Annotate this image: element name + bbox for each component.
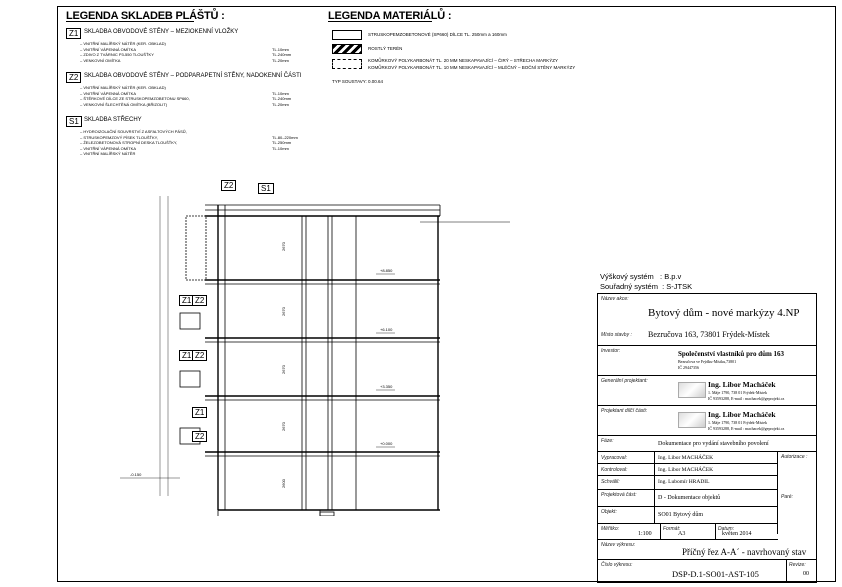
dp-name: Ing. Libor Macháček bbox=[708, 410, 776, 419]
gp-name: Ing. Libor Macháček bbox=[708, 380, 776, 389]
tb-dp-row: Projektant dílčí části: Ing. Libor Machá… bbox=[598, 406, 816, 436]
material-swatch-concrete bbox=[332, 30, 362, 40]
legend-layers-underline bbox=[66, 21, 194, 22]
dim-text-1: 2670 bbox=[281, 241, 286, 251]
company-logo-icon-2 bbox=[678, 412, 706, 428]
legend-code-z1: Z1 bbox=[66, 28, 82, 39]
legend-materials-title: LEGENDA MATERIÁLŮ : bbox=[328, 10, 452, 22]
legend-layer-name: – VENKOVNÍ OMÍTKA bbox=[80, 57, 121, 63]
legend-code-s1: S1 bbox=[66, 116, 82, 127]
legend-layers-title: LEGENDA SKLADEB PLÁŠTŮ : bbox=[66, 10, 225, 22]
legend-layer-name: – ŽELEZOBETONOVÁ STROPNÍ DESKA TLOUŠŤKY, bbox=[80, 140, 178, 145]
legend-layer-thickness: TL.10mm bbox=[272, 90, 289, 96]
drawing-name: Příčný řez A-A´ - navrhovaný stav bbox=[682, 547, 807, 557]
investor-name: Společenství vlastníků pro dům 163 bbox=[678, 350, 785, 358]
scale: 1:100 bbox=[638, 531, 652, 537]
legend-code-z2: Z2 bbox=[66, 72, 82, 83]
checked-by: Ing. Libor MACHÁČEK bbox=[658, 467, 714, 473]
material-note: TYP SOUSTAVY: 0.00.64 bbox=[332, 79, 384, 84]
legend-layer-thickness: TL.20mm bbox=[272, 101, 289, 107]
legend-layer-name: – VNITŘNÍ VÁPENNÁ OMÍTKA bbox=[80, 90, 137, 96]
dim-text-3: 2670 bbox=[281, 364, 286, 374]
level-label-3: +3.350 bbox=[380, 384, 393, 389]
revision: 00 bbox=[803, 571, 809, 577]
material-label-polycarb-side: KOMŮRKOVÝ POLYKARBONÁT TL. 10 MM NESKAPA… bbox=[368, 65, 576, 70]
tb-drawing-name-row: Název výkresu: Příčný řez A-A´ - navrhov… bbox=[598, 540, 816, 560]
material-label-concrete: STRUSKOPEMZOBETONOVÉ (SP660) DÍLCE TL. 2… bbox=[368, 32, 507, 37]
material-swatch-terrain bbox=[332, 44, 362, 54]
legend-group-title: SKLADBA STŘECHY bbox=[84, 117, 142, 123]
tag-z2-c: Z2 bbox=[192, 431, 208, 442]
level-label-2: +6.100 bbox=[380, 327, 393, 332]
tb-drawing-no-row: Číslo výkresu: DSP-D.1-SO01-AST-105 Revi… bbox=[601, 560, 809, 581]
dim-text-5: 2600 bbox=[281, 478, 286, 488]
legend-layer-name: – VNITŘNÍ VÁPENNÁ OMÍTKA bbox=[80, 145, 137, 151]
legend-layer-thickness: TL.80–220mm bbox=[272, 134, 298, 140]
project-name: Bytový dům - nové markýzy 4.NP bbox=[648, 307, 800, 319]
legend-layer-name: – VNITŘNÍ MALÍŘSKÝ NÁTĚR (KER. OBKLAD) bbox=[80, 85, 166, 90]
tag-z2-b: Z2 bbox=[192, 350, 208, 361]
drawn-by: Ing. Libor MACHÁČEK bbox=[658, 455, 714, 461]
legend-layer-thickness: TL.20mm bbox=[272, 57, 289, 63]
tb-gp-row: Generální projektant: Ing. Libor Macháče… bbox=[598, 376, 816, 406]
tag-z1-c: Z1 bbox=[192, 407, 208, 418]
phase: Dokumentace pro vydání stavebního povole… bbox=[658, 441, 769, 447]
legend-layer-name: – STRUSKOPEMZOVÝ PÍSEK TLOUŠŤKY, bbox=[80, 134, 158, 140]
legend-layer-name: – VNITŘNÍ MALÍŘSKÝ NÁTĚR bbox=[80, 151, 136, 156]
date: květen 2014 bbox=[722, 531, 752, 537]
level-label-1: +8.850 bbox=[380, 268, 393, 273]
material-label-terrain: ROSTLÝ TERÉN bbox=[368, 46, 403, 51]
object: SO01 Bytový dům bbox=[658, 512, 704, 518]
project-part: D - Dokumentace objektů bbox=[658, 495, 721, 501]
legend-layer-thickness: TL.250mm bbox=[272, 140, 292, 145]
title-block: Název akce: Bytový dům - nové markýzy 4.… bbox=[597, 293, 817, 583]
legend-group-title: SKLADBA OBVODOVÉ STĚNY – MEZIOKENNÍ VLOŽ… bbox=[84, 29, 239, 35]
legend-layer-thickness: TL.10mm bbox=[272, 46, 289, 52]
level-label-4: +0.000 bbox=[380, 441, 393, 446]
tag-z2-top: Z2 bbox=[221, 180, 237, 191]
height-system: Výškový systém : B.p.v bbox=[600, 272, 682, 281]
section-drawing: 2670 2670 2670 2670 2600 +8.850 +6.100 +… bbox=[120, 196, 510, 516]
dim-text-2: 2670 bbox=[281, 306, 286, 316]
approved-by: Ing. Lubomír HRADIL bbox=[658, 479, 710, 485]
legend-layer-thickness: TL.240mm bbox=[272, 96, 292, 101]
company-logo-icon bbox=[678, 382, 706, 398]
legend-layer-name: – ŠTĚRKOVÉ DÍLCE ZE STRUSKOPEMZOBETONU S… bbox=[80, 96, 190, 101]
project-place: Bezručova 163, 73801 Frýdek-Místek bbox=[648, 330, 770, 339]
material-swatch-polycarbonate bbox=[332, 59, 362, 69]
legend-materials-underline bbox=[328, 21, 432, 22]
tb-phase-row: Fáze: Dokumentace pro vydání stavebního … bbox=[598, 436, 816, 452]
legend-layer-name: – VNITŘNÍ MALÍŘSKÝ NÁTĚR (KER. OBKLAD) bbox=[80, 41, 166, 46]
tag-z2-a: Z2 bbox=[192, 295, 208, 306]
format: A3 bbox=[678, 531, 686, 537]
legend-group-title: SKLADBA OBVODOVÉ STĚNY – PODPARAPETNÍ ST… bbox=[84, 73, 302, 79]
legend-layer-name: – VENKOVNÍ ŠLECHTĚNÁ OMÍTKA (BŘIZOLIT) bbox=[80, 101, 168, 107]
tb-project-row: Název akce: Bytový dům - nové markýzy 4.… bbox=[598, 294, 816, 346]
legend-layer-thickness: TL.10mm bbox=[272, 145, 289, 151]
legend-layer-name: – HYDROIZOLAČNÍ SOUVRSTVÍ Z ASFALTOVÝCH … bbox=[80, 129, 187, 134]
level-label-5: -0.150 bbox=[130, 472, 142, 477]
coord-system: Souřadný systém : S-JTSK bbox=[600, 282, 693, 291]
drawing-number: DSP-D.1-SO01-AST-105 bbox=[672, 569, 759, 579]
dim-text-4: 2670 bbox=[281, 421, 286, 431]
legend-layer-name: – VNITŘNÍ VÁPENNÁ OMÍTKA bbox=[80, 46, 137, 52]
legend-layer-thickness: TL.240mm bbox=[272, 52, 292, 57]
tag-s1: S1 bbox=[258, 183, 274, 194]
tb-investor-row: Investor: Společenství vlastníků pro dům… bbox=[598, 346, 816, 376]
legend-layer-name: – ZDIVO Z TVÁRNIC P3-550 TLOUŠŤKY bbox=[80, 52, 154, 57]
sheet-frame bbox=[57, 6, 836, 582]
material-label-polycarb-roof: KOMŮRKOVÝ POLYKARBONÁT TL. 20 MM NESKAPA… bbox=[368, 58, 559, 63]
